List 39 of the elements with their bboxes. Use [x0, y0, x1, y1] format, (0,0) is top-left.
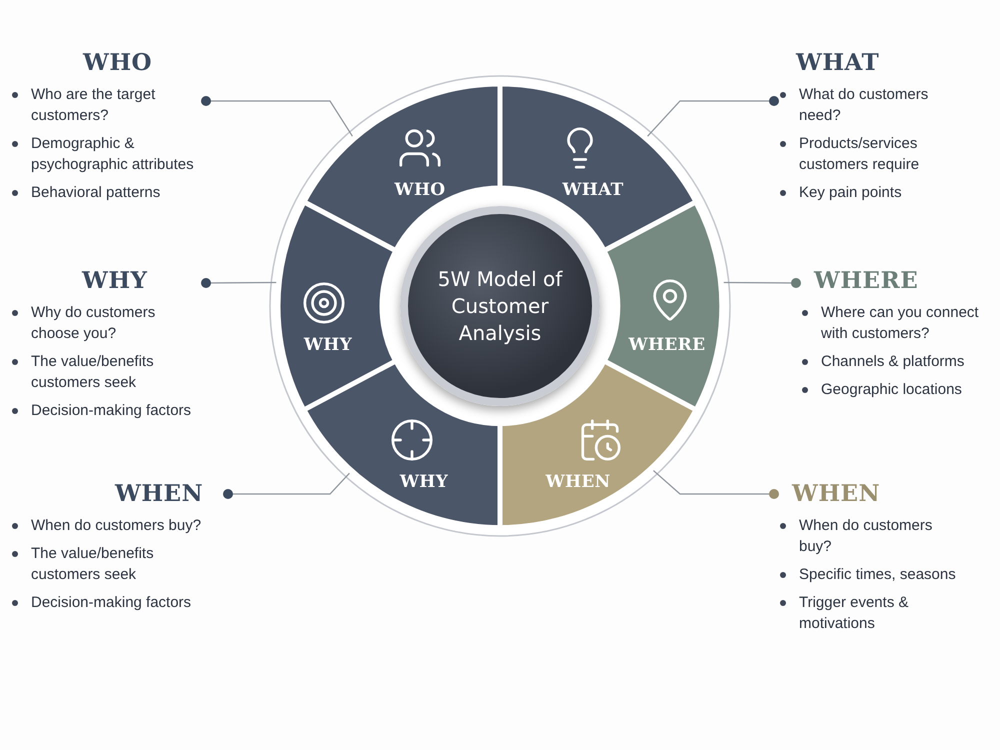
- bullet-item: What do customers need?: [776, 84, 941, 126]
- leader-line: [647, 96, 779, 137]
- bullet-item: Key pain points: [776, 182, 941, 203]
- bullet-item: Specific times, seasons: [776, 564, 966, 585]
- segment-label: WHAT: [562, 180, 624, 200]
- leader-line: [201, 278, 276, 288]
- bullet-item: Demographic & psychographic attributes: [8, 133, 204, 175]
- bullet-item: Trigger events & motivations: [776, 592, 966, 634]
- section-heading: WHO: [83, 48, 152, 78]
- bullet-item: The value/benefits customers seek: [8, 543, 226, 585]
- bullet-item: Geographic locations: [798, 379, 996, 400]
- leader-line: [653, 470, 779, 499]
- ring-segment: [500, 361, 696, 528]
- section-heading: WHAT: [796, 48, 880, 78]
- section-heading: WHERE: [814, 266, 918, 296]
- hub-title: 5W Model of Customer Analysis: [436, 266, 564, 346]
- segment-label: WHERE: [628, 334, 706, 355]
- bullet-item: Where can you connect with customers?: [798, 302, 996, 344]
- bullet-item: Channels & platforms: [798, 351, 996, 372]
- bullet-item: When do customers buy?: [776, 515, 966, 557]
- segment-label: WHEN: [546, 472, 610, 492]
- leader-line: [724, 278, 801, 288]
- segment-label: WHY: [400, 472, 448, 492]
- section-heading: WHEN: [115, 479, 204, 509]
- bullet-item: Decision-making factors: [8, 592, 226, 613]
- segment-label: WHO: [394, 180, 446, 200]
- bullet-item: Products/services customers require: [776, 133, 941, 175]
- leader-line: [223, 472, 350, 499]
- bullet-item: When do customers buy?: [8, 515, 226, 536]
- leader-line: [201, 96, 353, 137]
- bullet-item: Decision-making factors: [8, 400, 204, 421]
- bullet-item: Who are the target customers?: [8, 84, 204, 126]
- section-heading: WHY: [82, 266, 148, 296]
- bullet-item: The value/benefits customers seek: [8, 351, 204, 393]
- ring-segment: [304, 361, 500, 528]
- bullet-item: Behavioral patterns: [8, 182, 204, 203]
- bullet-item: Why do customers choose you?: [8, 302, 204, 344]
- section-heading: WHEN: [792, 479, 880, 509]
- segment-label: WHY: [304, 334, 352, 355]
